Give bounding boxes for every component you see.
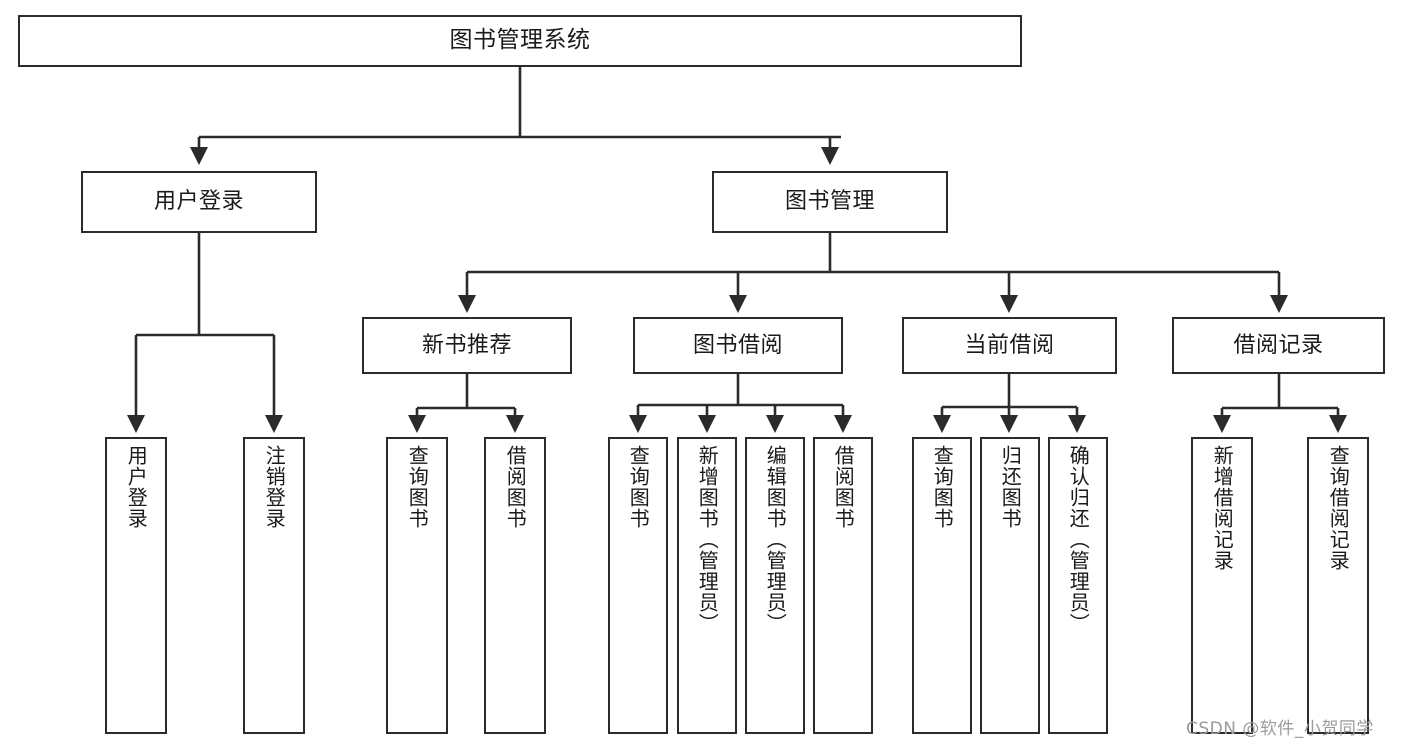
node-borrow-record[interactable]: 借阅记录 bbox=[1172, 317, 1385, 374]
leaf-book-borrow-add[interactable]: 新增图书（管理员） bbox=[677, 437, 737, 734]
leaf-book-borrow-edit-label: 编辑图书（管理员） bbox=[763, 445, 788, 634]
node-new-book-recommend[interactable]: 新书推荐 bbox=[362, 317, 572, 374]
leaf-new-book-query[interactable]: 查询图书 bbox=[386, 437, 448, 734]
leaf-current-borrow-confirm-return[interactable]: 确认归还（管理员） bbox=[1048, 437, 1108, 734]
leaf-user-login-logout-label: 注销登录 bbox=[262, 445, 287, 529]
leaf-new-book-borrow[interactable]: 借阅图书 bbox=[484, 437, 546, 734]
node-book-management[interactable]: 图书管理 bbox=[712, 171, 948, 233]
leaf-user-login-login-label: 用户登录 bbox=[124, 445, 149, 529]
csdn-watermark: CSDN @软件_小贺同学 bbox=[1186, 719, 1374, 739]
leaf-borrow-record-query-label: 查询借阅记录 bbox=[1326, 445, 1351, 571]
leaf-borrow-record-add[interactable]: 新增借阅记录 bbox=[1191, 437, 1253, 734]
leaf-book-borrow-borrow[interactable]: 借阅图书 bbox=[813, 437, 873, 734]
node-user-login-label: 用户登录 bbox=[153, 189, 244, 215]
node-current-borrow-label: 当前借阅 bbox=[964, 332, 1055, 358]
node-book-borrow[interactable]: 图书借阅 bbox=[633, 317, 843, 374]
node-root[interactable]: 图书管理系统 bbox=[18, 15, 1022, 67]
leaf-current-borrow-confirm-return-label: 确认归还（管理员） bbox=[1066, 445, 1091, 634]
leaf-borrow-record-query[interactable]: 查询借阅记录 bbox=[1307, 437, 1369, 734]
leaf-current-borrow-return-label: 归还图书 bbox=[998, 445, 1023, 529]
leaf-book-borrow-borrow-label: 借阅图书 bbox=[831, 445, 856, 529]
node-borrow-record-label: 借阅记录 bbox=[1233, 332, 1324, 358]
leaf-current-borrow-return[interactable]: 归还图书 bbox=[980, 437, 1040, 734]
leaf-new-book-borrow-label: 借阅图书 bbox=[503, 445, 528, 529]
leaf-book-borrow-query-label: 查询图书 bbox=[626, 445, 651, 529]
leaf-book-borrow-query[interactable]: 查询图书 bbox=[608, 437, 668, 734]
leaf-current-borrow-query-label: 查询图书 bbox=[930, 445, 955, 529]
leaf-user-login-login[interactable]: 用户登录 bbox=[105, 437, 167, 734]
leaf-book-borrow-add-label: 新增图书（管理员） bbox=[695, 445, 720, 634]
leaf-new-book-query-label: 查询图书 bbox=[405, 445, 430, 529]
leaf-user-login-logout[interactable]: 注销登录 bbox=[243, 437, 305, 734]
node-current-borrow[interactable]: 当前借阅 bbox=[902, 317, 1117, 374]
node-new-book-recommend-label: 新书推荐 bbox=[421, 332, 512, 358]
node-book-borrow-label: 图书借阅 bbox=[692, 332, 783, 358]
node-book-management-label: 图书管理 bbox=[784, 189, 875, 215]
node-root-label: 图书管理系统 bbox=[449, 27, 591, 54]
leaf-borrow-record-add-label: 新增借阅记录 bbox=[1210, 445, 1235, 571]
leaf-current-borrow-query[interactable]: 查询图书 bbox=[912, 437, 972, 734]
node-user-login[interactable]: 用户登录 bbox=[81, 171, 317, 233]
leaf-book-borrow-edit[interactable]: 编辑图书（管理员） bbox=[745, 437, 805, 734]
